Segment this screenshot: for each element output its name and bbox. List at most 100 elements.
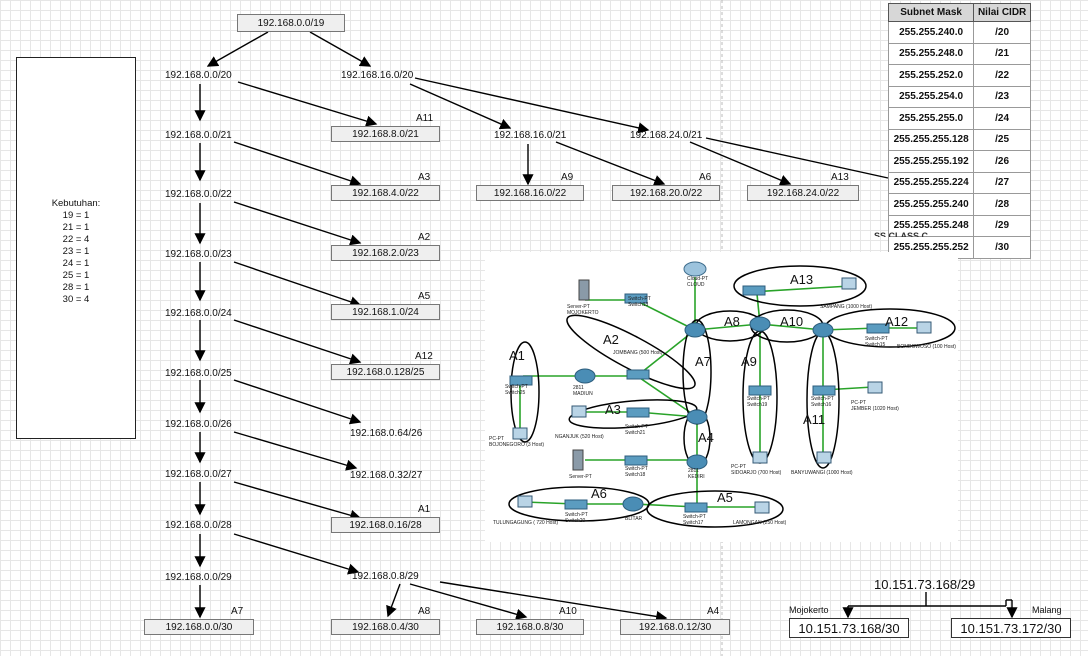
wan-right-label: Malang: [1032, 605, 1062, 615]
device-label-switch21: Switch-PT Switch21: [625, 424, 648, 436]
area-label-a5: A5: [717, 490, 733, 505]
chain-node-21: 192.168.0.0/21: [165, 130, 232, 141]
needs-line: 30 = 4: [62, 294, 90, 305]
needs-line: 24 = 1: [62, 258, 90, 269]
table-row: 255.255.248.0/21: [887, 42, 1031, 65]
node-8-29: 192.168.0.8/29: [352, 571, 419, 582]
mask-cell: 255.255.252.0: [887, 64, 975, 87]
block-16-28: 192.168.0.16/28: [331, 517, 440, 533]
chain-node-27: 192.168.0.0/27: [165, 469, 232, 480]
device-label-sidoarjo: PC-PT SIDOARJO (700 Host): [731, 464, 782, 476]
table-row: 255.255.255.0/24: [887, 107, 1031, 130]
area-label-a13: A13: [790, 272, 814, 287]
block-4-22: 192.168.4.0/22: [331, 185, 440, 201]
needs-line: 23 = 1: [62, 246, 90, 257]
table-row: 255.255.254.0/23: [887, 85, 1031, 108]
wan-parent-subnet: 10.151.73.168/29: [874, 577, 976, 592]
chain-node-22: 192.168.0.0/22: [165, 189, 232, 200]
topology-links: [508, 261, 956, 528]
needs-box: Kebutuhan: 19 = 1 21 = 1 22 = 4 23 = 1 2…: [16, 57, 136, 439]
device-label-lamongan: LAMONGAN (250 Host): [733, 520, 787, 526]
block-0-30: 192.168.0.0/30: [144, 619, 254, 635]
area-label-a9: A9: [741, 354, 757, 369]
block-128-25: 192.168.0.128/25: [331, 364, 440, 380]
tag-a1: A1: [418, 504, 431, 515]
cidr-cell: /20: [973, 21, 1031, 44]
chain-node-29: 192.168.0.0/29: [165, 572, 232, 583]
chain-node-28: 192.168.0.0/28: [165, 520, 232, 531]
network-topology: A13 A8 A10 A12 A1 A2 A7 A9 A3 A11 A4 A6 …: [485, 252, 958, 542]
tag-a5: A5: [418, 291, 431, 302]
tag-a11: A11: [416, 113, 434, 124]
device-label-switch19: Switch-PT Switch19: [747, 396, 770, 408]
mask-cell: 255.255.255.192: [887, 150, 975, 173]
device-label-madiun: 2811 MADIUN: [573, 385, 593, 397]
header-cidr: Nilai CIDR: [973, 3, 1031, 22]
needs-title: Kebutuhan:: [51, 198, 101, 209]
block-1-24: 192.168.1.0/24: [331, 304, 440, 320]
device-label-switch25: Switch-PT Switch25: [505, 384, 528, 396]
tag-a13: A13: [831, 172, 849, 183]
tag-a10: A10: [559, 606, 577, 617]
cidr-cell: /27: [973, 171, 1031, 194]
tag-a9: A9: [561, 172, 574, 183]
tag-a6: A6: [699, 172, 712, 183]
wan-left-box: 10.151.73.168/30: [789, 618, 909, 638]
table-row: 255.255.240.0/20: [887, 21, 1031, 44]
device-label-switch13: Switch-PT Switch13: [628, 296, 651, 308]
device-label-switch17: Switch-PT Switch17: [683, 514, 706, 526]
block-24-22: 192.168.24.0/22: [747, 185, 859, 201]
device-label-banyuwangi: BANYUWANGI (1000 Host): [791, 470, 853, 476]
cidr-cell: /22: [973, 64, 1031, 87]
device-label-sampang: SAMPANG (1000 Host): [820, 304, 873, 310]
area-label-a11: A11: [803, 412, 826, 427]
wan-left-label: Mojokerto: [789, 605, 829, 615]
block-2-23: 192.168.2.0/23: [331, 245, 440, 261]
tag-a3: A3: [418, 172, 431, 183]
table-row: 255.255.255.224/27: [887, 171, 1031, 194]
device-label-server2: Server-PT: [569, 474, 592, 480]
area-label-a12: A12: [885, 314, 909, 329]
cutoff-caption: SS CLASS C: [874, 231, 929, 237]
cidr-cell: /23: [973, 85, 1031, 108]
mask-cell: 255.255.254.0: [887, 85, 975, 108]
chain-node-26: 192.168.0.0/26: [165, 419, 232, 430]
device-label-tulungagung: TULUNGAGUNG ( 720 Host): [493, 520, 559, 526]
device-label-blitar: BLITAR: [625, 516, 643, 522]
chain-node-20: 192.168.0.0/20: [165, 70, 232, 81]
node-32-27: 192.168.0.32/27: [350, 470, 423, 481]
cidr-cell: /24: [973, 107, 1031, 130]
wan-right-box: 10.151.73.172/30: [951, 618, 1071, 638]
device-label-switch16: Switch-PT Switch16: [811, 396, 834, 408]
mask-cell: 255.255.240.0: [887, 21, 975, 44]
mask-cell: 255.255.255.240: [887, 193, 975, 216]
chain-node-25: 192.168.0.0/25: [165, 368, 232, 379]
device-label-jombang: JOMBANG (500 Host): [613, 350, 663, 356]
cidr-table: Subnet Mask Nilai CIDR 255.255.240.0/20 …: [887, 3, 1031, 259]
device-label-switch18: Switch-PT Switch18: [625, 466, 648, 478]
tag-a8: A8: [418, 606, 431, 617]
tag-a2: A2: [418, 232, 431, 243]
device-label-cloud: Cloud-PT CLOUD: [687, 276, 709, 288]
root-subnet: 192.168.0.0/19: [237, 14, 345, 32]
area-label-a10: A10: [780, 314, 804, 329]
device-label-mojokerto-server: Server-PT MOJOKERTO: [567, 304, 599, 316]
block-8-21: 192.168.8.0/21: [331, 126, 440, 142]
cidr-cell: /29: [973, 214, 1031, 237]
area-label-a2: A2: [603, 332, 619, 347]
needs-line: 22 = 4: [62, 234, 90, 245]
tag-a12: A12: [415, 351, 433, 362]
device-label-jember: PC-PT JEMBER (1020 Host): [851, 400, 899, 412]
block-4-30: 192.168.0.4/30: [331, 619, 440, 635]
area-label-a4: A4: [698, 430, 714, 445]
node-24-21: 192.168.24.0/21: [630, 130, 703, 141]
table-row: 255.255.255.128/25: [887, 128, 1031, 151]
cidr-cell: /28: [973, 193, 1031, 216]
device-label-nganjuk: NGANJUK (520 Host): [555, 434, 604, 440]
area-label-a1: A1: [509, 348, 525, 363]
area-label-a3: A3: [605, 402, 621, 417]
node-64-26: 192.168.0.64/26: [350, 428, 423, 439]
block-16-22: 192.168.16.0/22: [476, 185, 584, 201]
mask-cell: 255.255.255.224: [887, 171, 975, 194]
